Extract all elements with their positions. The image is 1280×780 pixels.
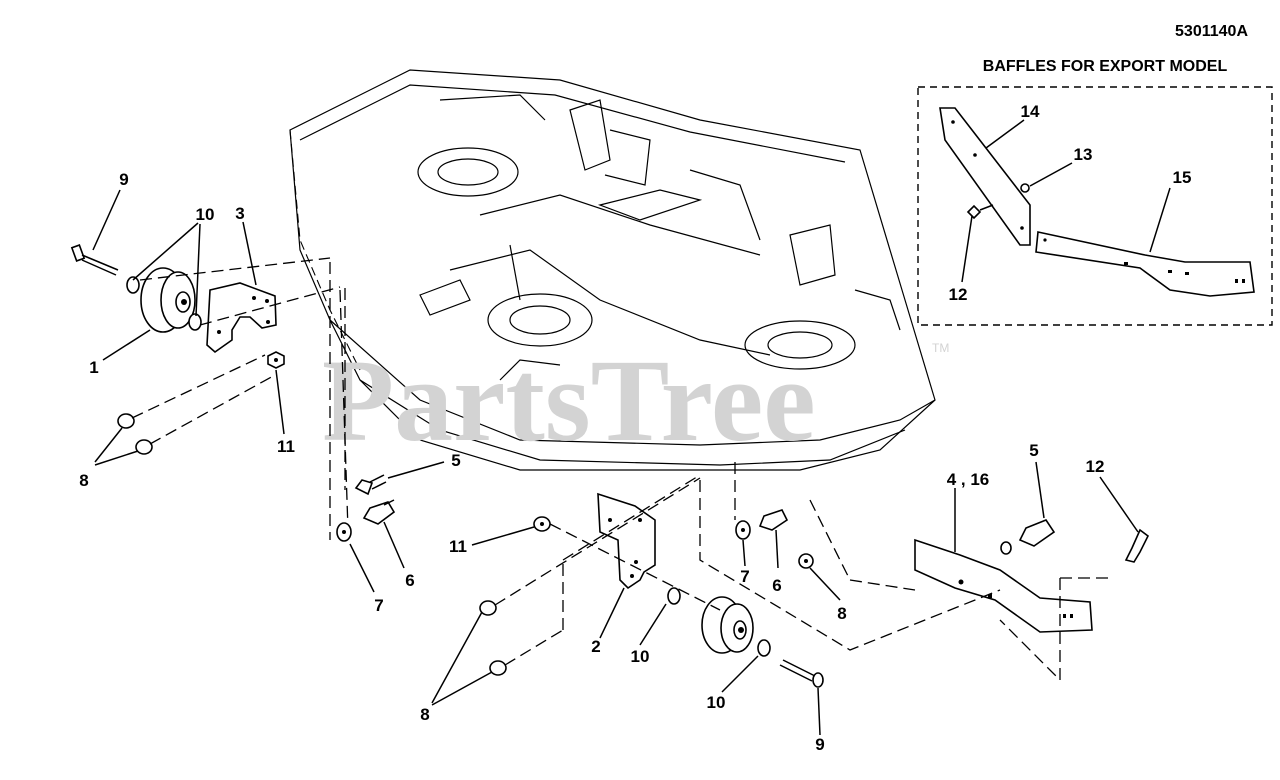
callout-6-left: 6 (405, 571, 414, 590)
left-bracket-3 (206, 282, 277, 354)
watermark: PartsTree (322, 335, 816, 466)
callout-11-center: 11 (449, 537, 467, 556)
callout-6-right: 6 (772, 576, 781, 595)
bolt-6-right (758, 509, 789, 531)
bolt-12-right (1124, 528, 1150, 563)
mid-left-hardware: 5 6 7 (329, 262, 461, 615)
center-bracket-2 (597, 492, 656, 590)
callout-10-left: 10 (196, 205, 215, 224)
watermark-trademark: TM (932, 341, 949, 355)
left-wheel-assembly: 9 10 3 1 11 8 (70, 170, 341, 490)
callout-12-inset: 12 (949, 285, 968, 304)
callout-8-right: 8 (837, 604, 846, 623)
callout-1: 1 (89, 358, 98, 377)
inset-frame (917, 86, 1273, 326)
callout-3: 3 (235, 204, 244, 223)
callout-2: 2 (591, 637, 600, 656)
baffle-washer (1000, 541, 1012, 555)
left-washer-8b (135, 439, 153, 455)
part-12-bolt (966, 204, 982, 220)
callout-8-left: 8 (79, 471, 88, 490)
callout-8-center: 8 (420, 705, 429, 724)
callout-5-left: 5 (451, 451, 460, 470)
right-baffle-assembly: 7 6 8 4 , 16 5 12 (699, 441, 1150, 682)
callout-11-left: 11 (277, 437, 295, 456)
callout-7-left: 7 (374, 596, 383, 615)
part-14-baffle (939, 107, 1031, 246)
callout-4-16: 4 , 16 (947, 470, 990, 489)
callout-7-right: 7 (740, 567, 749, 586)
center-washer-10a (667, 587, 681, 605)
center-wheel-assembly: 11 2 10 10 8 9 (420, 462, 825, 754)
callout-15: 15 (1173, 168, 1192, 187)
center-washer-10b (757, 639, 771, 657)
bolt-5-left (354, 479, 374, 496)
center-washer-8a (479, 600, 497, 616)
diagram-number: 5301140A (1175, 23, 1248, 40)
inset-title: BAFFLES FOR EXPORT MODEL (983, 58, 1228, 75)
left-washer-8a (117, 413, 135, 429)
callout-10-center-b: 10 (707, 693, 726, 712)
callout-9-left: 9 (119, 170, 128, 189)
callout-10-center-a: 10 (631, 647, 650, 666)
callout-13: 13 (1074, 145, 1093, 164)
mower-deck (289, 69, 936, 471)
callout-9-center: 9 (815, 735, 824, 754)
left-washer-10a (126, 276, 140, 294)
left-washer-10b (188, 313, 202, 331)
bolt-5-right (1018, 519, 1056, 547)
callout-12-right: 12 (1086, 457, 1105, 476)
part-13-nut (1020, 183, 1030, 193)
callout-14: 14 (1021, 102, 1040, 121)
part-15-baffle (1035, 231, 1255, 297)
bolt-6-left (362, 501, 396, 525)
baffle-4-16 (914, 538, 1093, 633)
center-washer-8b (489, 660, 507, 676)
center-bolt-9 (812, 672, 824, 688)
callout-5-right: 5 (1029, 441, 1038, 460)
export-baffle-inset: BAFFLES FOR EXPORT MODEL 14 13 15 12 (917, 58, 1273, 326)
